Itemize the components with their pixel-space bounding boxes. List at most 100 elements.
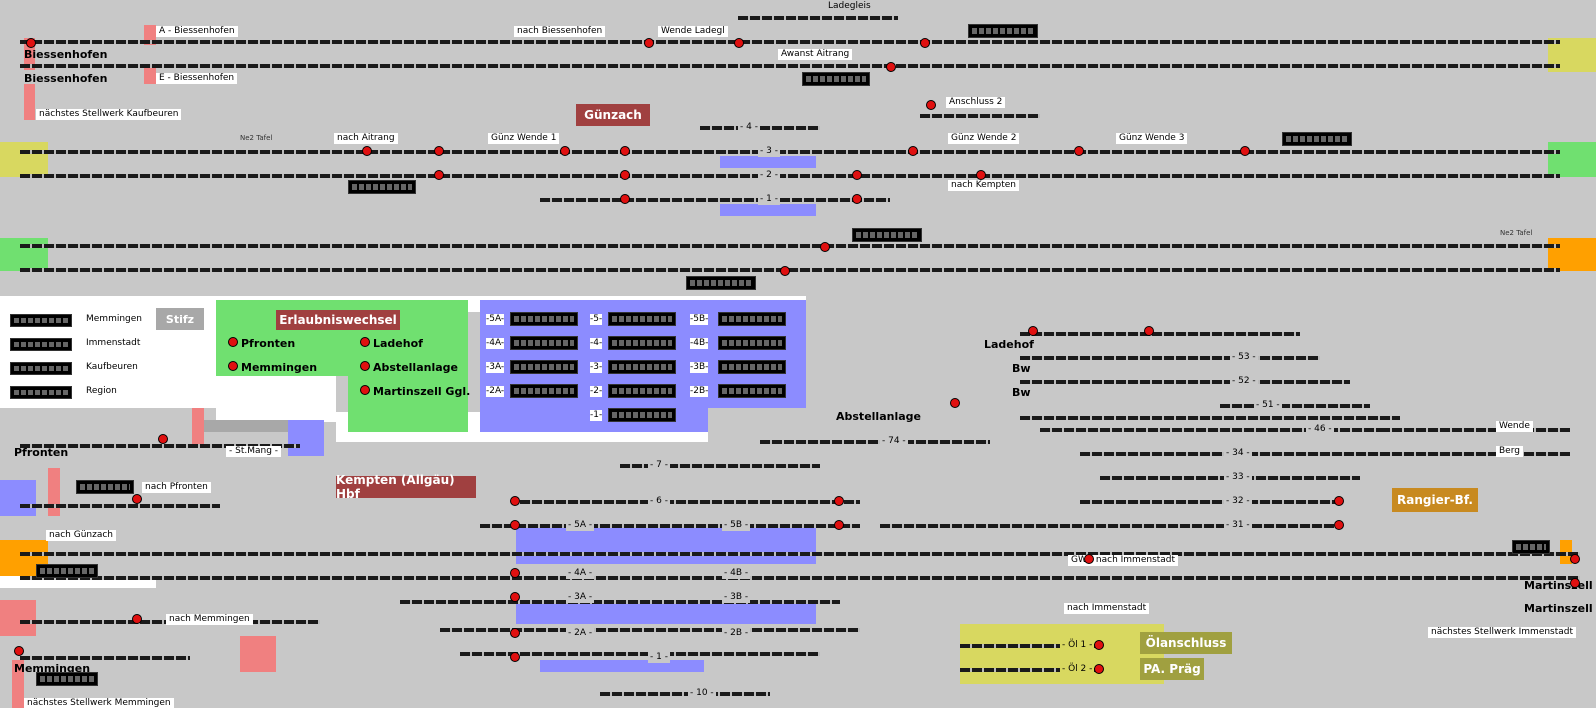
signal[interactable] bbox=[132, 614, 142, 624]
track-label: - 1 - bbox=[648, 652, 670, 663]
signal[interactable] bbox=[560, 146, 570, 156]
erlaubnis-right-1[interactable]: Abstellanlage bbox=[360, 361, 458, 374]
signal[interactable] bbox=[158, 434, 168, 444]
platform bbox=[516, 528, 816, 564]
signal[interactable] bbox=[510, 520, 520, 530]
track-label: - Öl 1 - bbox=[1060, 640, 1095, 651]
signal[interactable] bbox=[1084, 554, 1094, 564]
erlaubnis-left-1[interactable]: Memmingen bbox=[228, 361, 317, 374]
track bbox=[20, 268, 1560, 272]
zone-pink-4 bbox=[24, 38, 35, 70]
track bbox=[1080, 500, 1340, 504]
signal[interactable] bbox=[14, 646, 24, 656]
station-panel-gunzach[interactable]: Günzach bbox=[576, 104, 650, 126]
signal[interactable] bbox=[620, 194, 630, 204]
signal[interactable] bbox=[510, 568, 520, 578]
route-display bbox=[718, 336, 786, 350]
signal[interactable] bbox=[1094, 664, 1104, 674]
legend-swatch bbox=[10, 362, 72, 375]
route-display bbox=[852, 228, 922, 242]
signal[interactable] bbox=[852, 194, 862, 204]
signal[interactable] bbox=[834, 520, 844, 530]
olanschluss-panel[interactable]: Ölanschluss bbox=[1140, 632, 1232, 654]
route-display bbox=[608, 360, 676, 374]
signal[interactable] bbox=[132, 494, 142, 504]
signal[interactable] bbox=[834, 496, 844, 506]
signal[interactable] bbox=[620, 146, 630, 156]
signal[interactable] bbox=[1334, 496, 1344, 506]
station-label: Martinszell bbox=[1524, 579, 1593, 592]
route-display bbox=[608, 408, 676, 422]
kempten-panel[interactable]: Kempten (Allgäu) Hbf bbox=[336, 473, 476, 501]
rangier-bf-panel[interactable]: Rangier-Bf. bbox=[1392, 488, 1478, 512]
track bbox=[400, 600, 840, 604]
track bbox=[20, 552, 1580, 556]
track-group-label: -3A- bbox=[486, 362, 505, 373]
zone-pink bbox=[0, 600, 36, 636]
track bbox=[880, 524, 1340, 528]
route-display bbox=[76, 480, 134, 494]
signal[interactable] bbox=[434, 170, 444, 180]
signal[interactable] bbox=[1144, 326, 1154, 336]
track bbox=[520, 500, 860, 504]
signal[interactable] bbox=[886, 62, 896, 72]
erlaubnis-right-0[interactable]: Ladehof bbox=[360, 337, 423, 350]
legend-swatch bbox=[10, 386, 72, 399]
signal[interactable] bbox=[644, 38, 654, 48]
track-label: - 34 - bbox=[1224, 448, 1252, 459]
signal[interactable] bbox=[1570, 578, 1580, 588]
signal[interactable] bbox=[920, 38, 930, 48]
label: nach Memmingen bbox=[166, 614, 253, 625]
zone-left-yellow bbox=[0, 142, 48, 177]
erlaubnis-left-0[interactable]: Pfronten bbox=[228, 337, 295, 350]
track bbox=[20, 40, 1560, 44]
track bbox=[20, 504, 220, 508]
signal[interactable] bbox=[510, 496, 520, 506]
label: Günz Wende 3 bbox=[1116, 133, 1188, 144]
signal[interactable] bbox=[908, 146, 918, 156]
erlaubnis-label: Memmingen bbox=[241, 361, 318, 374]
signal[interactable] bbox=[362, 146, 372, 156]
label: nächstes Stellwerk Memmingen bbox=[24, 698, 174, 708]
track-label: - 31 - bbox=[1224, 520, 1252, 531]
signal[interactable] bbox=[820, 242, 830, 252]
signal[interactable] bbox=[26, 38, 36, 48]
background-white bbox=[216, 412, 336, 422]
erlaubnis-right-2[interactable]: Martinszell Ggl. bbox=[360, 385, 470, 398]
station-label: Martinszell bbox=[1524, 602, 1593, 615]
signal[interactable] bbox=[950, 398, 960, 408]
track bbox=[920, 114, 1040, 118]
signal[interactable] bbox=[510, 592, 520, 602]
route-display bbox=[510, 384, 578, 398]
signal[interactable] bbox=[1094, 640, 1104, 650]
signal[interactable] bbox=[734, 38, 744, 48]
label: Anschluss 2 bbox=[946, 97, 1006, 108]
signal[interactable] bbox=[620, 170, 630, 180]
signal[interactable] bbox=[1570, 554, 1580, 564]
signal[interactable] bbox=[510, 652, 520, 662]
pa-prag-panel[interactable]: PA. Präg bbox=[1140, 658, 1204, 680]
route-display bbox=[1512, 540, 1550, 554]
signal[interactable] bbox=[976, 170, 986, 180]
erlaubnis-title: Erlaubniswechsel bbox=[276, 310, 400, 330]
signal[interactable] bbox=[780, 266, 790, 276]
signal[interactable] bbox=[852, 170, 862, 180]
signal[interactable] bbox=[510, 628, 520, 638]
signal[interactable] bbox=[1334, 520, 1344, 530]
signal[interactable] bbox=[1074, 146, 1084, 156]
legend-swatch bbox=[10, 338, 72, 351]
signal[interactable] bbox=[926, 100, 936, 110]
track-label: - Öl 2 - bbox=[1060, 664, 1095, 675]
track-label: - 3B - bbox=[722, 592, 751, 603]
zone-pink bbox=[240, 636, 276, 672]
label: Günz Wende 2 bbox=[948, 133, 1020, 144]
signal[interactable] bbox=[1028, 326, 1038, 336]
route-display bbox=[718, 384, 786, 398]
signal[interactable] bbox=[434, 146, 444, 156]
track bbox=[20, 64, 1560, 68]
stiftz-button[interactable]: Stifz bbox=[156, 308, 204, 330]
erlaubnis-label: Martinszell Ggl. bbox=[373, 385, 471, 398]
signal[interactable] bbox=[1240, 146, 1250, 156]
label: nächstes Stellwerk Kaufbeuren bbox=[36, 109, 182, 120]
station-label: Biessenhofen bbox=[24, 48, 108, 61]
